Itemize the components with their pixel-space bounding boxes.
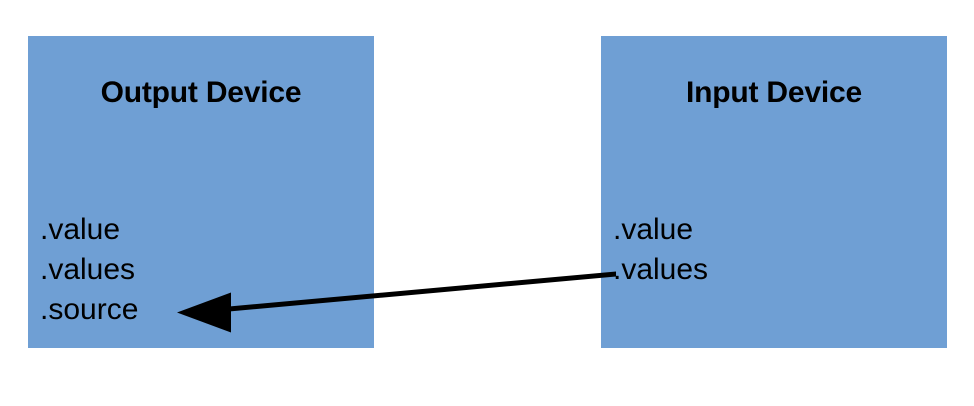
input-device-property-value: .value (613, 213, 694, 246)
output-device-box[interactable]: Output Device .value .values .source (28, 36, 374, 348)
input-device-box[interactable]: Input Device .value .values (601, 36, 947, 348)
output-device-property-value: .value (40, 213, 121, 246)
input-device-property-values: .values (613, 253, 709, 286)
output-device-title: Output Device (100, 76, 302, 109)
output-device-property-values: .values (40, 253, 136, 286)
output-device-property-source: .source (40, 293, 139, 326)
input-device-title: Input Device (686, 76, 862, 109)
input-device-property-list: .value .values (613, 210, 708, 290)
output-device-property-list: .value .values .source (40, 210, 138, 330)
